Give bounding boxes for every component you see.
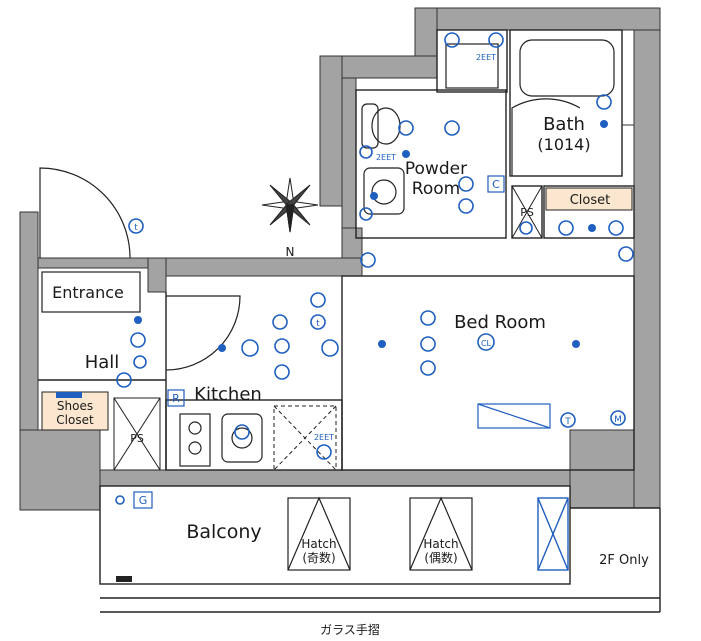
balcony-vent <box>537 497 569 571</box>
tv-outlet: T <box>564 417 571 427</box>
ps-boxes <box>113 185 543 471</box>
hatch-even-2: (偶数) <box>424 550 457 565</box>
shoes-closet-bar <box>56 392 82 398</box>
tel-bedroom: t <box>316 319 320 329</box>
tel-entrance: t <box>134 223 138 233</box>
balcony-hatches <box>287 496 473 571</box>
room-shoes-closet-1: Shoes <box>57 399 93 413</box>
hatch-even-1: Hatch <box>423 537 458 551</box>
interior-lines <box>38 29 661 613</box>
room-kitchen: Kitchen <box>194 384 262 405</box>
room-bath-2: (1014) <box>537 135 590 154</box>
box-r: R <box>172 392 180 405</box>
box-g: G <box>139 494 148 507</box>
glass-rail-label: ガラス手摺 <box>320 622 380 637</box>
ps-label-powder: PS <box>520 206 534 219</box>
box-c: C <box>492 178 500 191</box>
walls <box>19 7 661 511</box>
compass-icon <box>261 177 319 233</box>
outlet-2eet-kitchen: 2EET <box>314 433 334 442</box>
closet-shelf <box>545 187 633 211</box>
room-powder-2: Room <box>412 179 460 199</box>
electrical-symbols <box>115 32 634 505</box>
symbol-boxes <box>133 175 505 509</box>
hatch-odd-1: Hatch <box>301 537 336 551</box>
room-shoes-closet-2: Closet <box>56 413 94 427</box>
room-powder-1: Powder <box>405 159 467 179</box>
hatch-odd-2: (奇数) <box>302 550 335 565</box>
room-closet: Closet <box>570 193 611 208</box>
room-bed-room: Bed Room <box>454 312 546 333</box>
outlet-2eet-powder: 2EET <box>376 153 396 162</box>
balcony-drain <box>116 576 132 582</box>
multimedia-outlet: M <box>614 415 622 425</box>
ps-label-left: PS <box>130 432 144 445</box>
floor-note: 2F Only <box>599 553 649 568</box>
outlet-2eet-laundry: 2EET <box>476 53 496 62</box>
room-hall: Hall <box>85 352 120 373</box>
room-balcony: Balcony <box>186 521 261 543</box>
room-bath-1: Bath <box>543 114 585 135</box>
ceiling-light: CL <box>481 339 492 348</box>
shoes-closet-box <box>41 391 109 431</box>
room-entrance: Entrance <box>52 283 124 302</box>
entrance-box <box>41 271 141 313</box>
compass-north-label: N <box>286 245 295 259</box>
